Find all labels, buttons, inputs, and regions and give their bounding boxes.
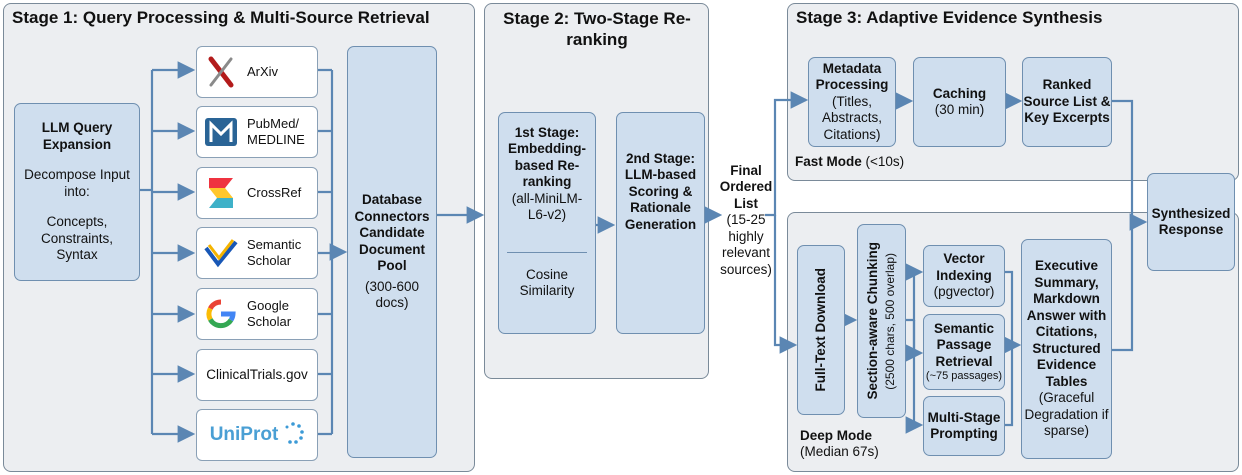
first-stage-title: 1st Stage: Embedding-based Re-ranking (508, 125, 586, 190)
second-stage-title: 2nd Stage: LLM-based Scoring & Rationale… (624, 151, 697, 232)
synthesized-response-title: Synthesized Response (1151, 205, 1231, 237)
llm-query-expansion-title: LLM Query Expansion (41, 120, 113, 152)
fast-mode-name: Fast Mode (795, 154, 862, 169)
semantic-retrieval-title: Semantic Passage Retrieval (933, 320, 995, 369)
first-stage-model: (all-MiniLM-L6-v2) (511, 190, 583, 223)
final-list-label: Final Ordered List (15-25 highly relevan… (716, 163, 776, 278)
final-list-title: Final Ordered List (719, 163, 773, 211)
source-label-pubmed: PubMed/ MEDLINE (247, 116, 305, 147)
source-semantic-scholar: Semantic Scholar (196, 227, 318, 279)
semantic-retrieval-box: Semantic Passage Retrieval (~75 passages… (923, 314, 1005, 390)
arxiv-icon (203, 54, 239, 90)
fast-mode-label: Fast Mode (<10s) (795, 154, 904, 170)
first-stage-metric: Cosine Similarity (519, 266, 575, 299)
caching-box: Caching (30 min) (913, 57, 1006, 147)
candidate-pool-title: Database Connectors Candidate Document P… (354, 192, 430, 274)
semantic-scholar-icon (203, 235, 239, 271)
metadata-processing-box: Metadata Processing (Titles, Abstracts, … (808, 57, 896, 147)
caching-desc: (30 min) (934, 102, 985, 117)
uniprot-logo (282, 422, 305, 448)
source-clinicaltrials: ClinicalTrials.gov (196, 349, 318, 401)
vector-indexing-title: Vector Indexing (936, 251, 992, 283)
source-google-scholar: Google Scholar (196, 288, 318, 340)
multi-stage-prompting-title: Multi-Stage Prompting (927, 409, 1001, 441)
source-crossref: CrossRef (196, 167, 318, 219)
stage2-title: Stage 2: Two-Stage Re-ranking (503, 9, 691, 50)
chunking-box: Section-aware Chunking (2500 chars, 500 … (857, 224, 906, 418)
google-icon (203, 296, 239, 332)
source-label-uniprot: UniProt (209, 423, 279, 445)
full-text-download-label: Full-Text Download (812, 268, 828, 392)
source-label-clinicaltrials: ClinicalTrials.gov (206, 366, 308, 382)
executive-summary-desc: (Graceful Degradation if sparse) (1024, 390, 1109, 439)
deep-mode-label: Deep Mode (Median 67s) (800, 428, 879, 461)
metadata-processing-desc: (Titles, Abstracts, Citations) (821, 93, 883, 142)
first-stage-divider (507, 251, 587, 253)
source-label-google-scholar: Google Scholar (247, 298, 292, 329)
full-text-download-box: Full-Text Download (797, 245, 845, 415)
metadata-processing-title: Metadata Processing (815, 60, 889, 93)
chunking-detail: (2500 chars, 500 overlap) (883, 252, 898, 390)
source-uniprot: UniProt (196, 409, 318, 461)
stage3-title: Stage 3: Adaptive Evidence Synthesis (796, 8, 1103, 27)
semantic-retrieval-desc: (~75 passages) (925, 370, 1003, 382)
ranked-source-list-box: Ranked Source List & Key Excerpts (1022, 57, 1112, 147)
source-label-arxiv: ArXiv (247, 64, 279, 80)
caching-title: Caching (932, 85, 987, 101)
vector-indexing-box: Vector Indexing (pgvector) (923, 245, 1005, 307)
source-label-semantic-scholar: Semantic Scholar (247, 237, 302, 268)
final-list-desc: (15-25 highly relevant sources) (720, 212, 772, 277)
deep-mode-name: Deep Mode (800, 428, 873, 443)
ranked-source-list-title: Ranked Source List & Key Excerpts (1023, 77, 1111, 126)
source-pubmed: PubMed/ MEDLINE (196, 106, 318, 158)
fast-mode-time: (<10s) (865, 154, 905, 169)
llm-query-expansion-box: LLM Query Expansion Decompose Input into… (14, 103, 140, 281)
deep-mode-time: (Median 67s) (800, 444, 879, 460)
executive-summary-box: Executive Summary, Markdown Answer with … (1021, 239, 1112, 459)
executive-summary-title: Executive Summary, Markdown Answer with … (1026, 258, 1107, 389)
multi-stage-prompting-box: Multi-Stage Prompting (923, 396, 1005, 456)
vector-indexing-desc: (pgvector) (933, 284, 995, 300)
chunking-title: Section-aware Chunking (864, 242, 880, 400)
llm-query-expansion-desc: Decompose Input into: (24, 167, 130, 199)
llm-query-expansion-items: Concepts, Constraints, Syntax (40, 214, 114, 263)
first-stage-box: 1st Stage: Embedding-based Re-ranking (a… (498, 112, 596, 334)
candidate-pool-box: Database Connectors Candidate Document P… (347, 46, 437, 458)
stage1-title: Stage 1: Query Processing & Multi-Source… (12, 8, 430, 27)
pubmed-icon (203, 114, 239, 150)
source-label-crossref: CrossRef (247, 185, 302, 201)
second-stage-box: 2nd Stage: LLM-based Scoring & Rationale… (616, 112, 705, 334)
synthesized-response-box: Synthesized Response (1147, 173, 1235, 271)
source-arxiv: ArXiv (196, 46, 318, 98)
candidate-pool-count: (300-600 docs) (364, 278, 420, 311)
crossref-icon (203, 175, 239, 211)
